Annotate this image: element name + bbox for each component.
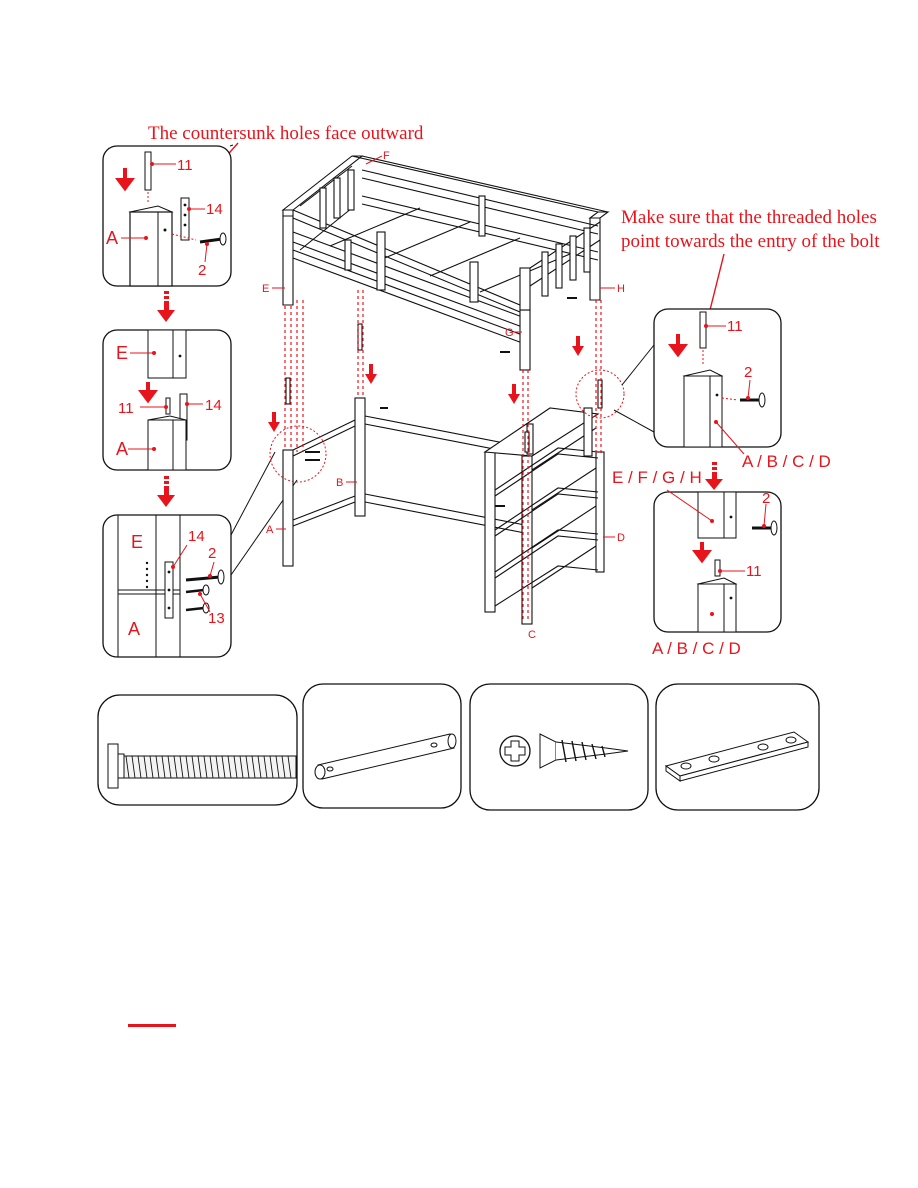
label-F: F	[383, 150, 390, 162]
threaded-note-line-1: Make sure that the threaded holes	[621, 207, 877, 228]
detail-1-plate-label: 14	[206, 201, 223, 218]
detail-1-screw-label: 2	[198, 262, 206, 279]
countersunk-note: The countersunk holes face outward	[148, 123, 424, 144]
alignment-lines	[284, 290, 602, 620]
hardware-dowel-panel	[302, 683, 462, 809]
detail-rb-posts-label: A / B / C / D	[652, 639, 741, 658]
detail-rt-screw-label: 2	[744, 364, 752, 381]
detail-2-upper-label: E	[116, 343, 128, 363]
detail-3-screw-label: 13	[208, 610, 225, 627]
detail-panel-3: E A 14 2 13	[102, 514, 232, 658]
detail-panel-right-bottom: 2 11	[653, 489, 782, 633]
detail-3-lower-label: A	[128, 619, 140, 639]
detail-2-dowel-label: 11	[118, 400, 134, 417]
detail-panel-1: 11 14 2 A	[102, 145, 232, 287]
wood-screw-icon	[499, 733, 629, 769]
red-underline-mark	[128, 1024, 176, 1027]
detail-rb-screw-label: 2	[762, 490, 770, 507]
detail-2-plate-label: 14	[205, 397, 222, 414]
detail-3-bolt-label: 2	[208, 545, 216, 562]
detail-1-dowel-label: 11	[177, 157, 193, 174]
label-A: A	[266, 524, 274, 536]
step-arrow-right	[705, 462, 723, 490]
step-arrow-1	[157, 291, 175, 322]
connector-plate-icon	[664, 731, 810, 782]
detail-2-lower-label: A	[116, 439, 128, 459]
bolt-icon	[107, 743, 297, 789]
label-C: C	[528, 629, 536, 641]
label-H: H	[617, 283, 625, 295]
detail-rt-posts-label: A / B / C / D	[742, 452, 831, 471]
detail-panel-2: E 11 14 A	[102, 329, 232, 471]
hardware-plate-panel	[655, 683, 820, 811]
main-down-arrows	[268, 336, 584, 432]
hardware-bolt-panel	[97, 694, 298, 806]
detail-3-upper-label: E	[131, 532, 143, 552]
zoom-circle-right	[575, 369, 625, 419]
detail-3-plate-label: 14	[188, 528, 205, 545]
zoom-circle-left	[269, 425, 327, 483]
bed-frame	[281, 155, 610, 625]
detail-rb-dowel-label: 11	[746, 563, 762, 580]
label-G: G	[505, 327, 514, 339]
detail-1-post-label: A	[106, 228, 118, 248]
detail-panel-right-top: 11 2	[613, 308, 782, 455]
step-arrow-2	[157, 476, 175, 507]
detail-rb-upper-label: E / F / G / H	[612, 468, 702, 487]
label-B: B	[336, 477, 343, 489]
label-D: D	[617, 532, 625, 544]
detail-rt-dowel-label: 11	[727, 318, 743, 335]
hardware-screw-panel	[469, 683, 649, 811]
threaded-note-line-2: point towards the entry of the bolt	[621, 231, 880, 252]
dowel-icon	[314, 733, 457, 780]
label-E: E	[262, 283, 269, 295]
